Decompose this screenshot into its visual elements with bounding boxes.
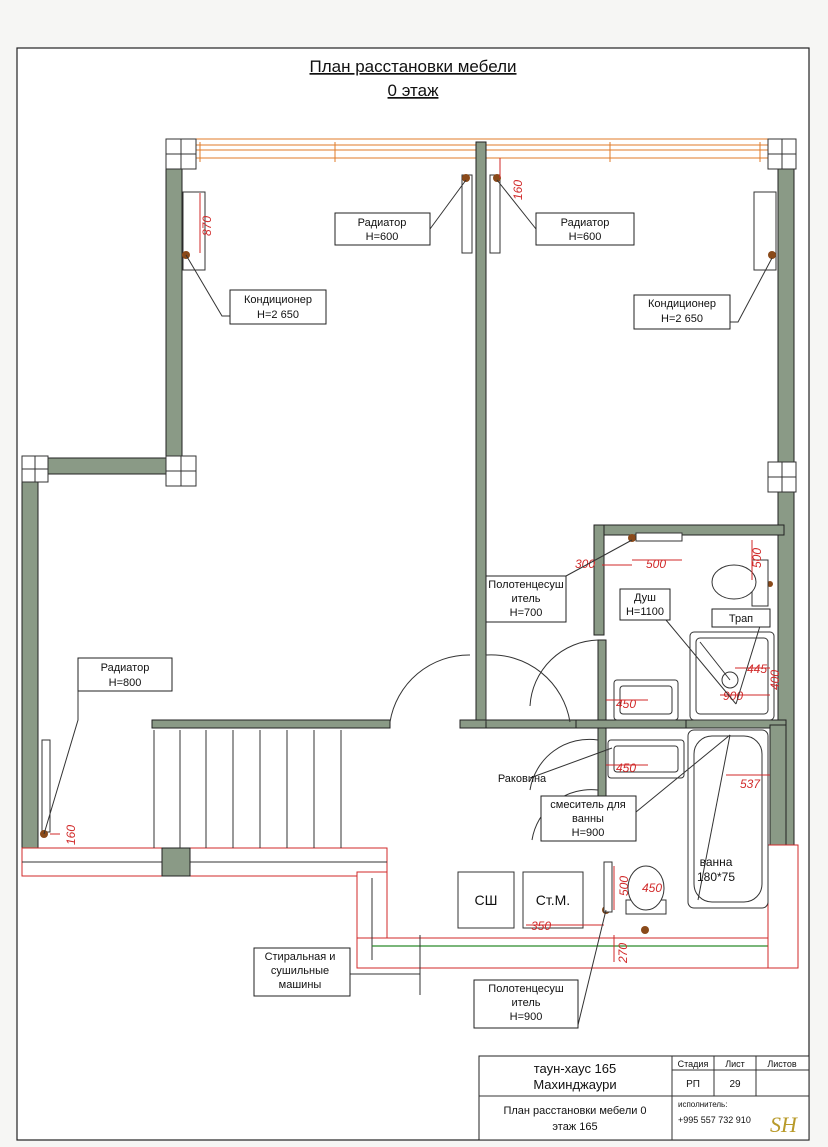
svg-text:Стиральная и: Стиральная и (265, 951, 336, 963)
dimensions: 870 160 160 300 500 500 445 900 400 450 … (50, 158, 782, 964)
stairs (153, 730, 342, 848)
callout-sink: Раковина (498, 747, 613, 785)
svg-text:Радиатор: Радиатор (561, 217, 610, 229)
sheets-header: Листов (767, 1059, 796, 1069)
callout-radiator-right: Радиатор H=600 (496, 179, 635, 246)
executor-phone: +995 557 732 910 (678, 1115, 751, 1125)
bathroom-fixtures (457, 532, 775, 929)
dim-350: 350 (531, 919, 551, 933)
svg-text:H=600: H=600 (366, 231, 399, 243)
drawing-name-line1: План расстановки мебели 0 (503, 1105, 646, 1117)
svg-text:H=700: H=700 (510, 607, 543, 619)
svg-text:Полотенцесуш: Полотенцесуш (488, 579, 564, 591)
dim-445: 445 (747, 662, 767, 676)
bathtub-size-label: 180*75 (697, 870, 735, 884)
project-location: Махинджаури (533, 1077, 616, 1092)
svg-text:H=2 650: H=2 650 (257, 309, 299, 321)
callout-ac-right: Кондиционер H=2 650 (633, 257, 773, 330)
svg-text:H=1100: H=1100 (626, 606, 664, 618)
drawing-name-line2: этаж 165 (552, 1121, 597, 1133)
svg-text:H=2 650: H=2 650 (661, 313, 703, 325)
washer-label: Ст.М. (536, 892, 570, 908)
sheet-value: 29 (729, 1079, 741, 1090)
svg-text:Полотенцесуш: Полотенцесуш (488, 983, 564, 995)
dim-400: 400 (768, 670, 782, 690)
dim-900: 900 (723, 689, 743, 703)
callouts: Радиатор H=600 Радиатор H=600 Кондиционе… (43, 179, 773, 1029)
callout-radiator-left: Радиатор H=600 (334, 179, 467, 246)
svg-text:машины: машины (279, 979, 322, 991)
dim-450-upper: 450 (616, 697, 636, 711)
sheet-header: Лист (725, 1059, 745, 1069)
sh-logo: SH (770, 1112, 798, 1137)
callout-washer: Стиральная и сушильные машины (253, 935, 421, 997)
svg-text:H=600: H=600 (569, 231, 602, 243)
executor-label: исполнитель: (678, 1100, 727, 1109)
svg-text:Раковина: Раковина (498, 773, 547, 785)
sheet-frame (16, 47, 810, 1141)
stage-value: РП (686, 1079, 700, 1090)
svg-text:итель: итель (512, 997, 541, 1009)
dim-500-top: 500 (646, 557, 666, 571)
callout-drain: Трап (711, 608, 771, 705)
svg-text:Радиатор: Радиатор (358, 217, 407, 229)
stage-header: Стадия (678, 1059, 709, 1069)
dim-537: 537 (740, 777, 761, 791)
svg-text:Душ: Душ (634, 592, 656, 604)
callout-towel-dryer-upper: Полотенцесуш итель H=700 (485, 539, 633, 623)
dim-450-toilet: 450 (642, 881, 662, 895)
svg-text:Кондиционер: Кондиционер (244, 294, 312, 306)
project-name: таун-хаус 165 (534, 1061, 617, 1076)
dim-450-lower: 450 (616, 761, 636, 775)
walls (21, 138, 799, 969)
dim-870: 870 (200, 216, 214, 236)
svg-text:смеситель для: смеситель для (550, 799, 626, 811)
svg-text:Кондиционер: Кондиционер (648, 298, 716, 310)
title-block: таун-хаус 165 Махинджаури Стадия Лист Ли… (478, 1055, 810, 1141)
svg-text:сушильные: сушильные (271, 965, 329, 977)
plan-subtitle: 0 этаж (388, 81, 440, 100)
dryer-label: СШ (475, 892, 498, 908)
dim-270: 270 (616, 943, 630, 964)
svg-text:H=900: H=900 (572, 827, 605, 839)
bathtub-label: ванна (700, 855, 733, 869)
callout-shower: Душ H=1100 (619, 588, 737, 705)
doors (389, 639, 599, 841)
dim-300: 300 (575, 557, 595, 571)
svg-text:итель: итель (512, 593, 541, 605)
dim-500-lower: 500 (617, 876, 631, 896)
callout-radiator-west: Радиатор H=800 (43, 657, 173, 835)
svg-text:SH: SH (770, 1112, 798, 1137)
callout-ac-left: Кондиционер H=2 650 (185, 254, 327, 325)
dim-500-side: 500 (750, 548, 764, 568)
callout-bath-mixer: смеситель для ванны H=900 (540, 734, 731, 842)
svg-text:Радиатор: Радиатор (101, 662, 150, 674)
plan-title: План расстановки мебели (310, 57, 517, 76)
svg-text:H=900: H=900 (510, 1011, 543, 1023)
svg-text:Трап: Трап (729, 613, 753, 625)
dim-160-left: 160 (64, 825, 78, 845)
svg-text:ванны: ванны (572, 813, 604, 825)
svg-text:H=800: H=800 (109, 677, 142, 689)
callout-towel-dryer-lower: Полотенцесуш итель H=900 (473, 909, 607, 1029)
dim-160-top: 160 (511, 180, 525, 200)
